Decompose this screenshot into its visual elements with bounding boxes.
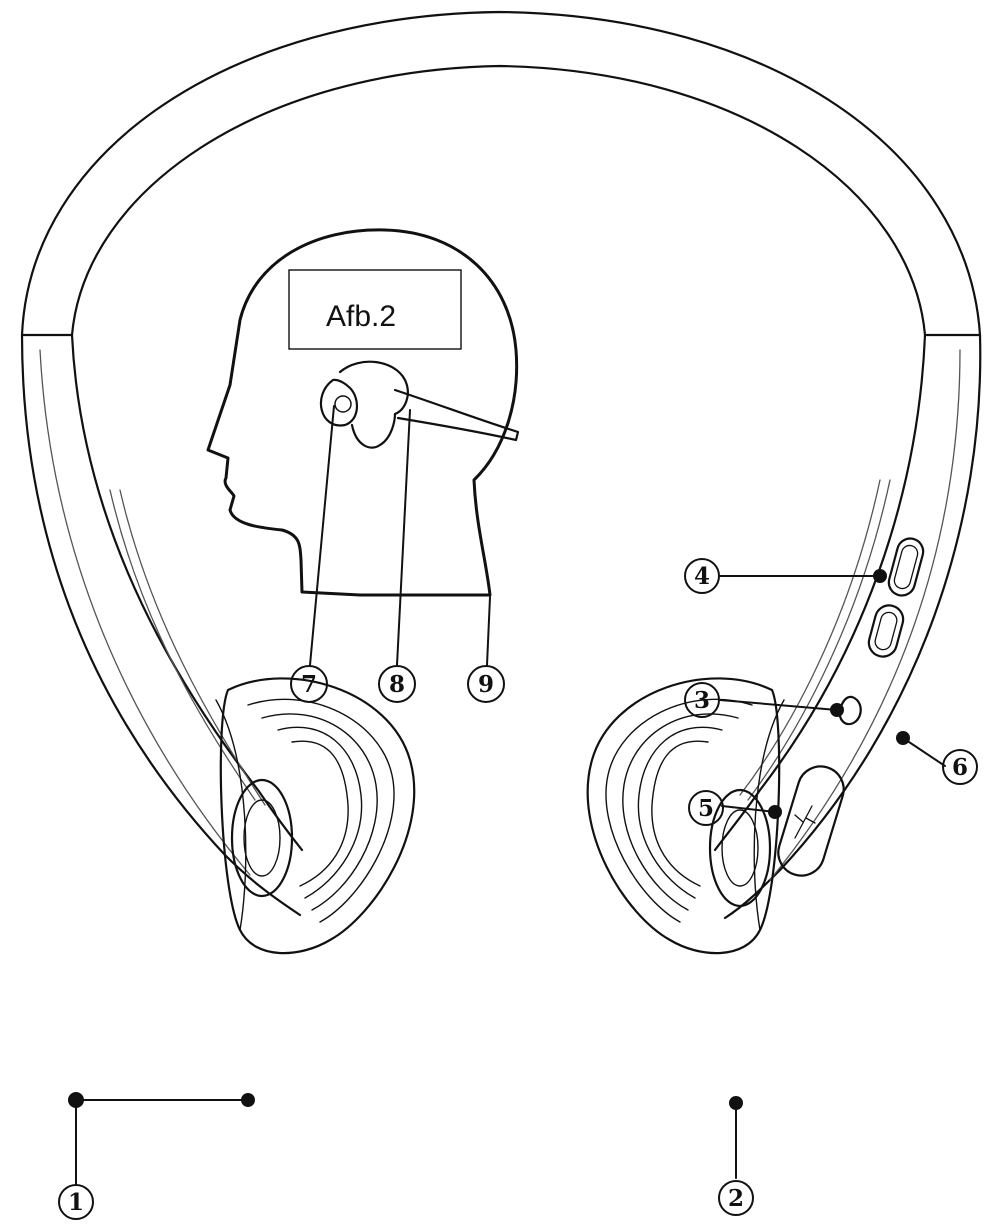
callout-label-9: 9 <box>478 671 494 698</box>
callout-leaders <box>75 405 946 1186</box>
left-earpiece <box>215 677 416 955</box>
figure-caption: Afb.2 <box>326 300 396 333</box>
callout-label-8: 8 <box>389 671 405 698</box>
callout-circles <box>58 558 978 1220</box>
callout-label-5: 5 <box>698 795 714 822</box>
headband <box>20 10 982 337</box>
callout-label-4: 4 <box>694 563 710 590</box>
callout-label-3: 3 <box>694 687 710 714</box>
callout-label-7: 7 <box>301 671 317 698</box>
callout-label-1: 1 <box>68 1189 84 1216</box>
left-arm <box>20 333 304 917</box>
callout-label-2: 2 <box>728 1185 744 1212</box>
mic-icon <box>838 695 862 726</box>
usb-icon <box>794 805 816 839</box>
figure-caption-box: Afb.2 <box>288 269 462 350</box>
inset-headset <box>319 360 520 449</box>
head-profile-icon <box>206 228 519 597</box>
usb-port[interactable] <box>773 761 850 882</box>
callout-dots <box>68 569 910 1110</box>
callout-label-6: 6 <box>952 754 968 781</box>
right-earpiece <box>586 677 785 955</box>
right-arm <box>713 333 982 920</box>
volume-plus-button[interactable] <box>886 536 926 599</box>
volume-minus-button[interactable] <box>866 602 907 659</box>
